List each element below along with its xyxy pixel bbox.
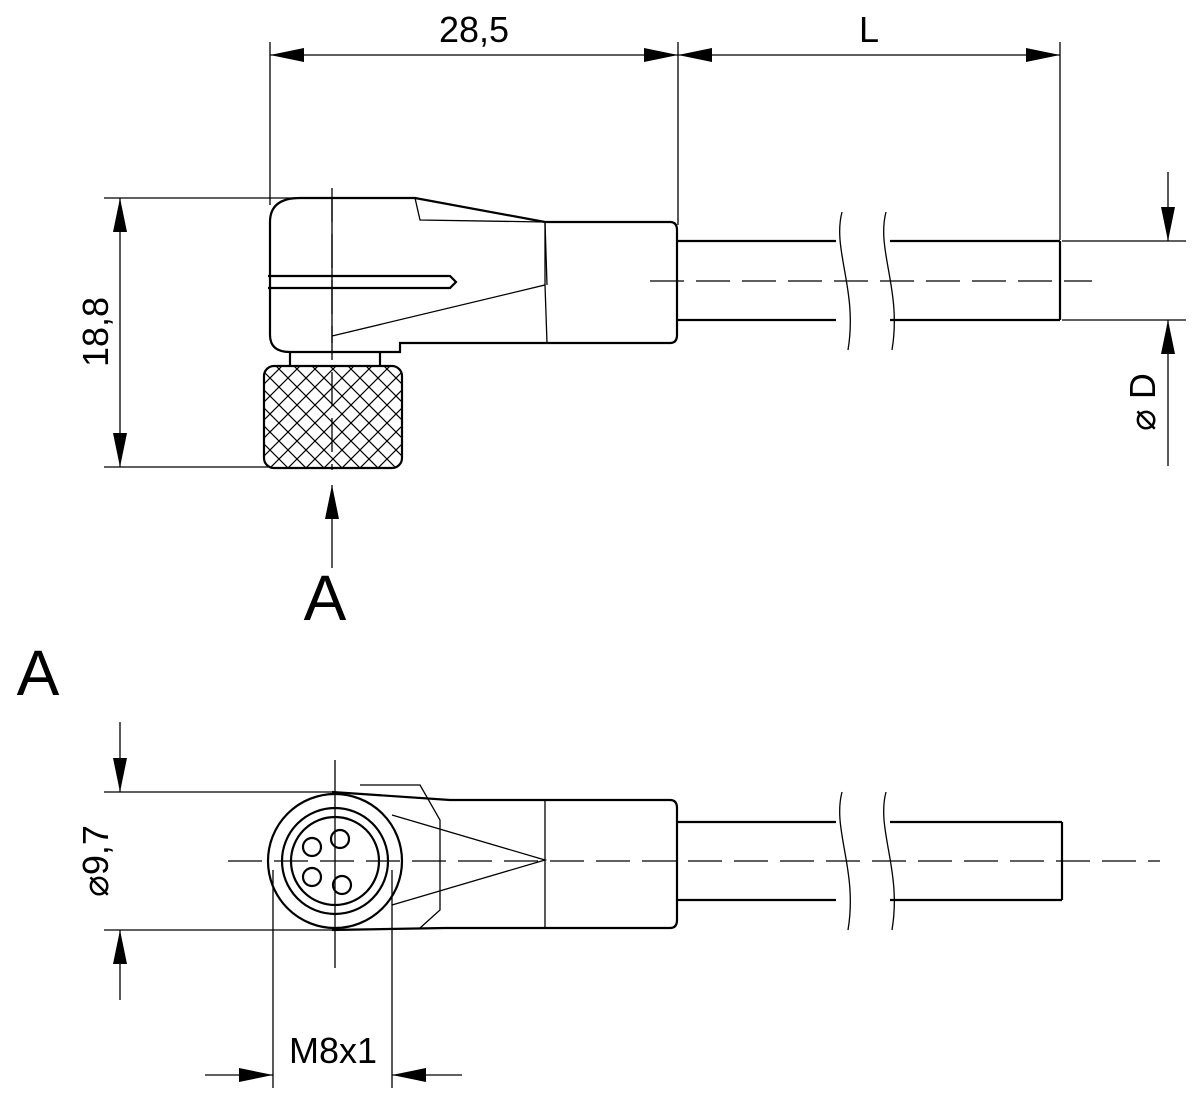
dimension-m8x1-label: M8x1: [289, 1030, 377, 1071]
dimension-9-7: ⌀9,7: [75, 722, 332, 1000]
dimension-28-5: 28,5: [270, 9, 678, 62]
side-view: 28,5 L 18,8: [75, 9, 1186, 634]
diameter-symbol: ⌀: [1122, 409, 1163, 431]
dimension-9-7-label: ⌀9,7: [75, 825, 116, 897]
dimension-m8x1: M8x1: [205, 870, 462, 1088]
dimension-28-5-label: 28,5: [439, 9, 509, 50]
pin-4: [331, 874, 353, 896]
diameter-symbol-front: ⌀: [75, 875, 116, 897]
view-a-title: A: [17, 637, 60, 709]
knurled-coupling-nut: [262, 364, 404, 470]
angled-connector-body: [268, 196, 679, 366]
cable-side: [677, 211, 1062, 351]
dimension-d-value: D: [1122, 373, 1163, 399]
pin-3: [301, 866, 323, 888]
pin-1: [301, 836, 323, 858]
dimension-d: ⌀ D: [1062, 172, 1186, 466]
front-connector-body: [331, 784, 679, 932]
dimension-18-8-label: 18,8: [75, 297, 116, 367]
dimension-9-7-value: 9,7: [75, 825, 116, 875]
view-arrow-a: A: [304, 485, 347, 634]
view-arrow-label: A: [304, 562, 347, 634]
dimension-d-label: ⌀ D: [1122, 373, 1163, 431]
view-a: A: [17, 637, 1160, 1088]
dimension-18-8: 18,8: [75, 197, 330, 468]
dimension-l: L: [678, 9, 1060, 62]
pin-2: [329, 828, 351, 850]
dimension-l-label: L: [859, 9, 879, 50]
